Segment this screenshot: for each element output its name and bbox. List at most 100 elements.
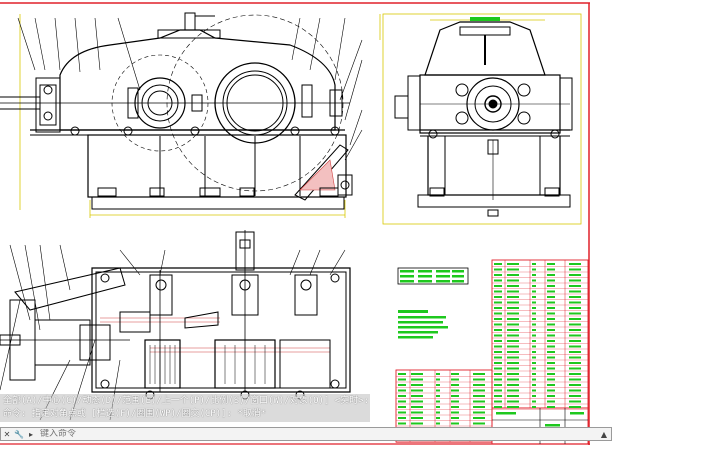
bom-cell [532, 345, 536, 348]
bom-cell [547, 351, 555, 353]
bom-cell [569, 290, 581, 293]
bom-cell [569, 395, 581, 397]
bom-cell [451, 400, 459, 403]
bom-cell [411, 389, 423, 392]
bom-cell [532, 351, 536, 353]
bom-cell [494, 274, 502, 276]
bom-cell [436, 417, 440, 419]
bom-cell [569, 301, 581, 304]
command-history-line-2: 命令: 指定对角点或 [栏选(F)/圈围(WP)/圈交(CP)]: *取消* [3, 409, 267, 419]
bom-cell [569, 274, 581, 276]
bom-cell [473, 417, 485, 419]
bom-cell [451, 373, 459, 375]
bom-cell [507, 296, 519, 298]
bom-cell [494, 389, 502, 392]
bom-cell [494, 290, 502, 293]
bom-cell [494, 268, 502, 271]
bom-cell [532, 367, 536, 370]
bom-cell [532, 362, 536, 364]
bom-cell [507, 351, 519, 353]
bom-cell [473, 389, 485, 392]
bom-cell [398, 378, 406, 381]
bom-cell [547, 362, 555, 364]
bom-cell [436, 411, 440, 414]
bom-cell [436, 384, 440, 386]
bom-cell [569, 356, 581, 359]
bom-cell [507, 323, 519, 326]
bom-cell [569, 329, 581, 331]
bom-cell [532, 334, 536, 337]
bom-cell [547, 356, 555, 359]
bom-cell [547, 406, 555, 408]
technical-requirements [398, 310, 448, 339]
bom-cell [411, 411, 423, 414]
bom-cell [473, 400, 485, 403]
bom-cell [436, 373, 440, 375]
bom-cell [532, 395, 536, 397]
bom-cell [569, 323, 581, 326]
bom-cell [507, 307, 519, 309]
bom-cell [398, 406, 406, 408]
bom-cell [507, 406, 519, 408]
bom-cell [507, 263, 519, 265]
front-view-gearbox [0, 12, 381, 218]
bom-cell [411, 400, 423, 403]
bom-cell [411, 378, 423, 381]
chevron-up-icon[interactable]: ▲ [600, 429, 608, 439]
bom-cell [473, 406, 485, 408]
bom-cell [494, 340, 502, 342]
bom-cell [494, 395, 502, 397]
bom-cell [494, 279, 502, 282]
bom-cell [532, 318, 536, 320]
bom-cell [494, 323, 502, 326]
bom-cell [547, 373, 555, 375]
bom-cell [569, 318, 581, 320]
bom-cell [547, 318, 555, 320]
bom-cell [494, 307, 502, 309]
bom-cell [569, 263, 581, 265]
bom-cell [507, 329, 519, 331]
parameter-table [397, 267, 469, 285]
bom-cell [494, 378, 502, 381]
bom-cell [569, 367, 581, 370]
bom-cell [547, 329, 555, 331]
command-history: 全部(A)/中心(C)/动态(D)/范围(E)/上一个(P)/比例(S)/窗口(… [0, 394, 370, 422]
bom-cell [532, 400, 536, 403]
bom-cell [494, 334, 502, 337]
bom-cell [398, 400, 406, 403]
bom-cell [494, 367, 502, 370]
bom-cell [411, 417, 423, 419]
bom-cell [473, 373, 485, 375]
command-history-line-1: 全部(A)/中心(C)/动态(D)/范围(E)/上一个(P)/比例(S)/窗口(… [3, 396, 370, 406]
bom-cell [494, 356, 502, 359]
bom-cell [532, 378, 536, 381]
bom-cell [473, 384, 485, 386]
command-input[interactable] [37, 429, 563, 439]
bom-cell [507, 334, 519, 337]
bom-cell [451, 395, 459, 397]
bom-cell [547, 312, 555, 315]
bom-cell [436, 400, 440, 403]
bom-cell [532, 329, 536, 331]
bom-cell [473, 411, 485, 414]
bom-cell [532, 279, 536, 282]
bom-cell [494, 373, 502, 375]
bom-cell [398, 417, 406, 419]
bom-cell [569, 378, 581, 381]
bom-cell [451, 406, 459, 408]
close-icon[interactable]: ✕ [3, 429, 11, 439]
bom-cell [494, 263, 502, 265]
bom-cell [532, 406, 536, 408]
bom-cell [398, 389, 406, 392]
bom-cell [532, 307, 536, 309]
bom-cell [411, 373, 423, 375]
bom-cell [494, 351, 502, 353]
bom-cell [507, 400, 519, 403]
bom-cell [451, 422, 459, 425]
wrench-icon[interactable]: 🔧 [14, 429, 24, 439]
bom-cell [494, 301, 502, 304]
bom-cell [547, 263, 555, 265]
bom-cell [473, 378, 485, 381]
bom-cell [507, 345, 519, 348]
